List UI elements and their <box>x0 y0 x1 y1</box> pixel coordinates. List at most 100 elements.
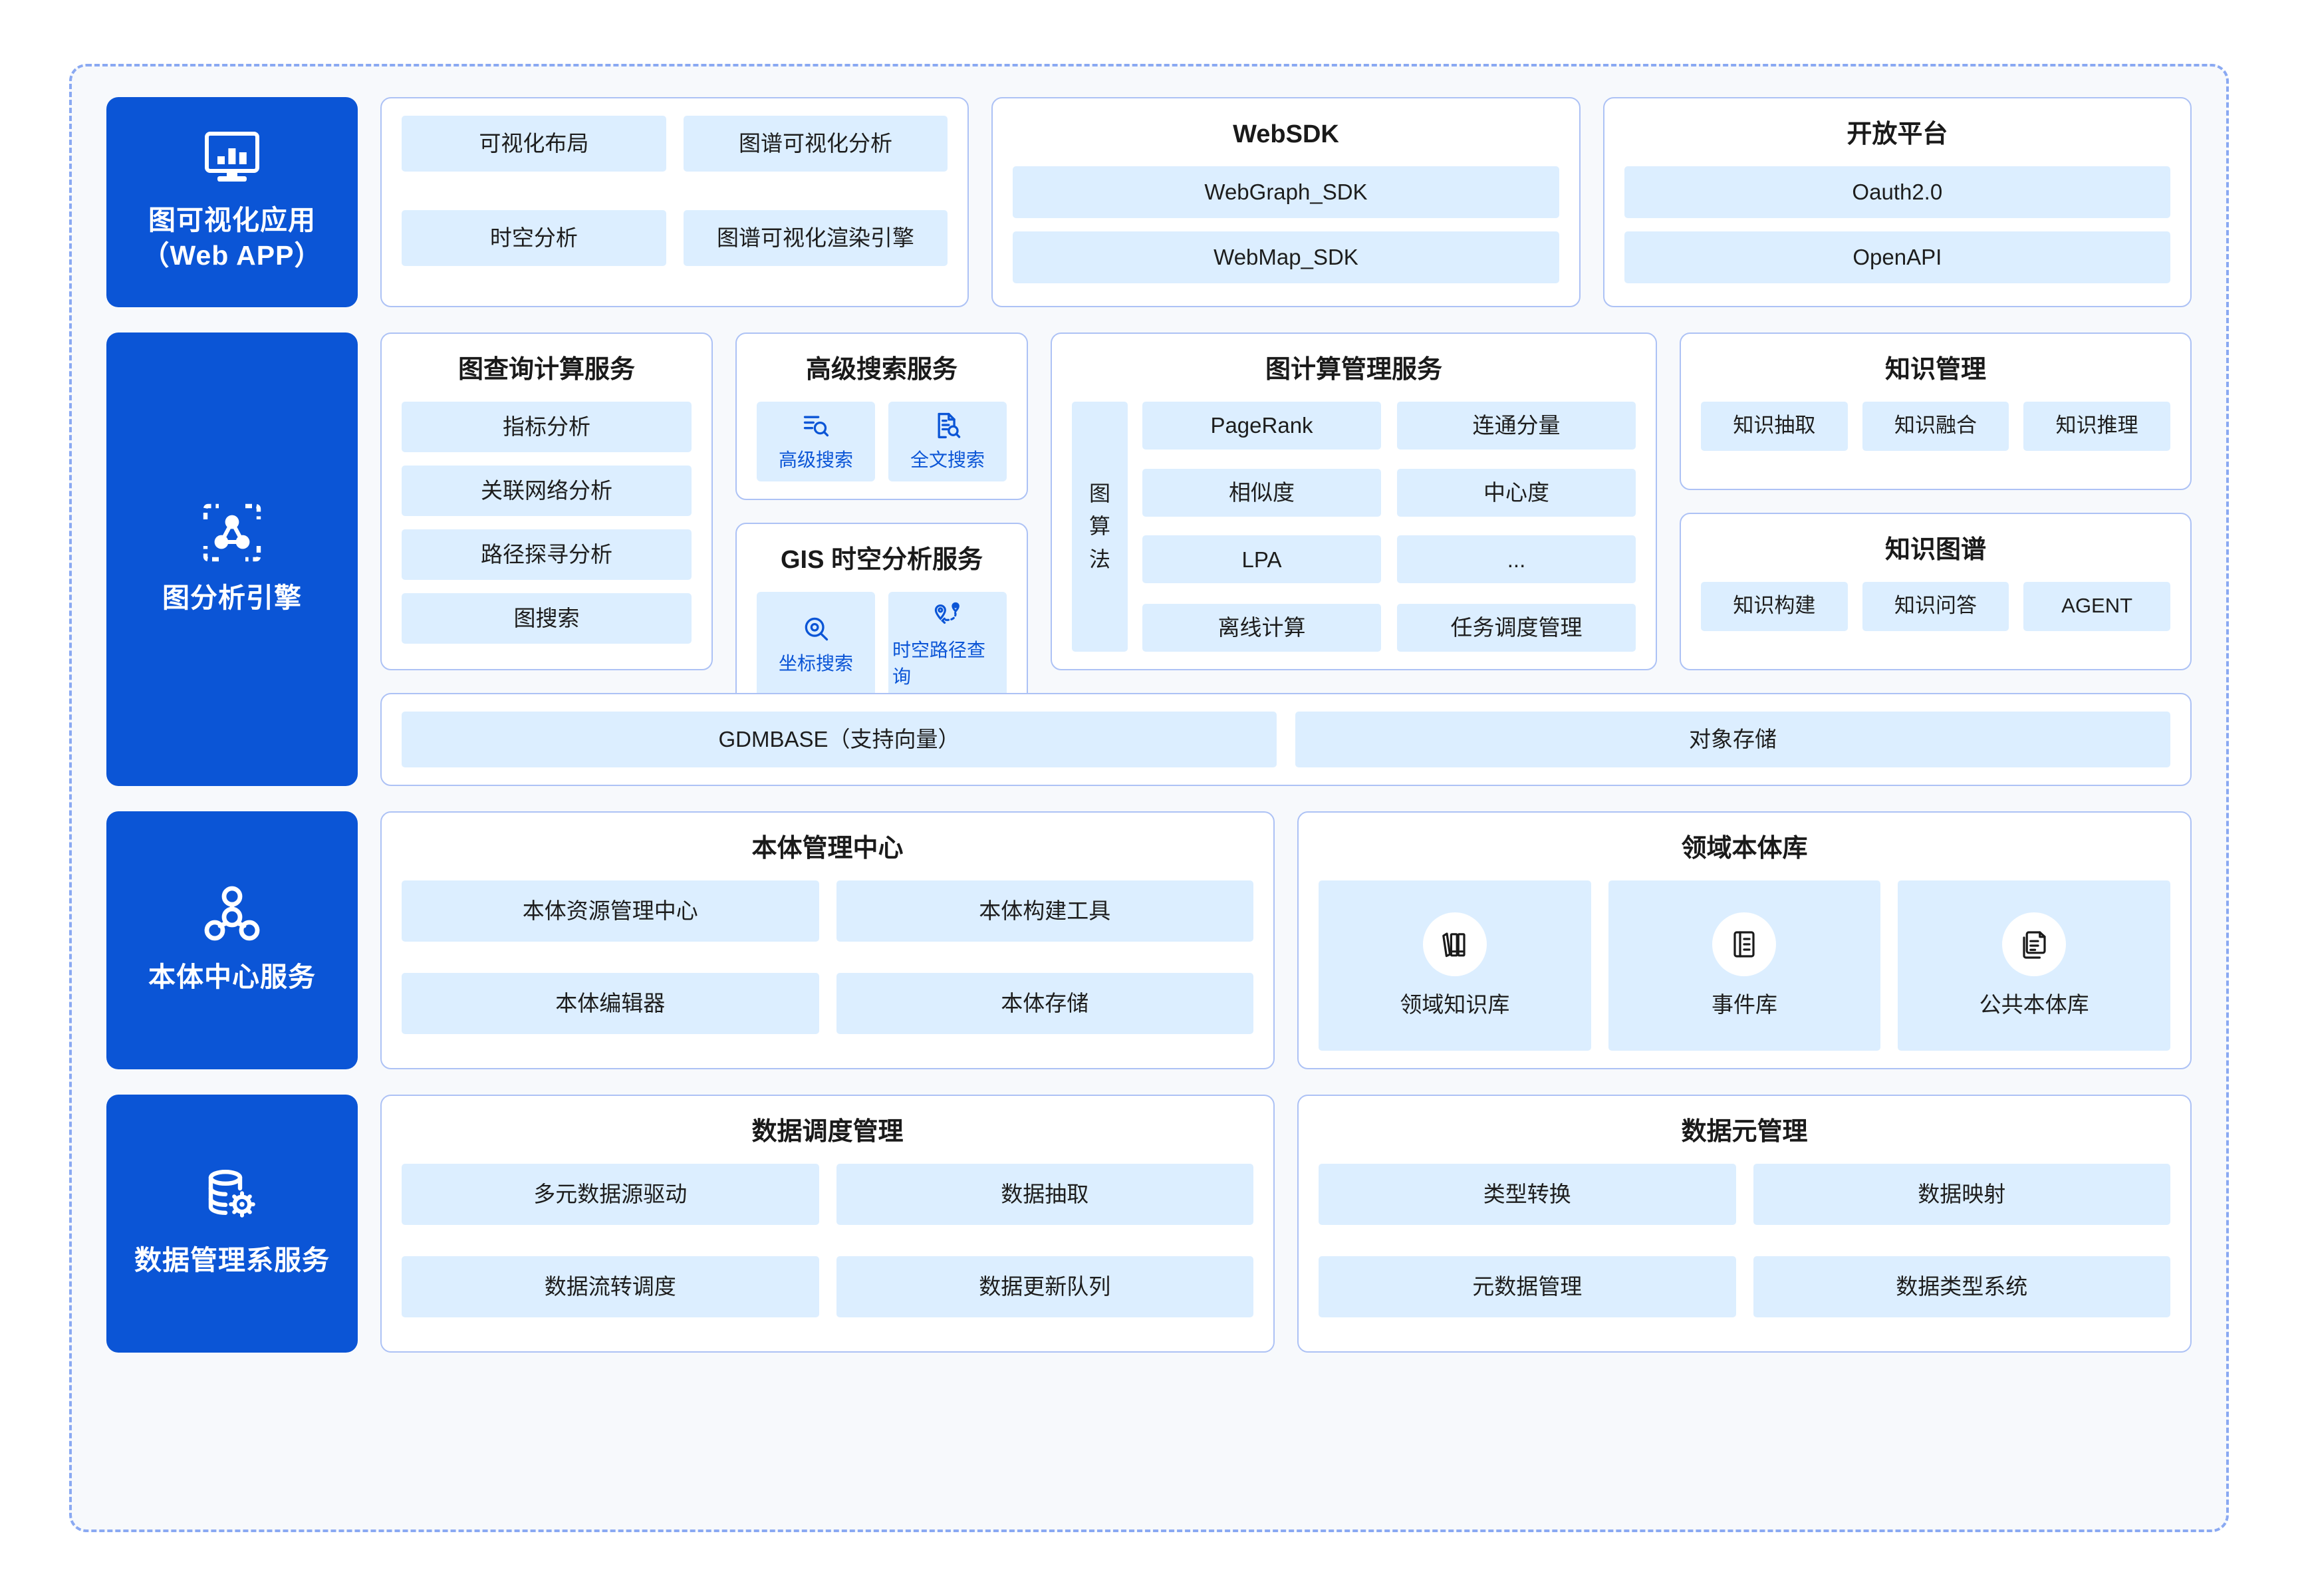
chip-coordinate-search-label: 坐标搜索 <box>778 652 853 674</box>
card-domain-library: 领域本体库 领域知识库 <box>1297 811 2192 1069</box>
card-knowledge-management: 知识管理 知识抽取 知识融合 知识推理 <box>1680 332 2192 490</box>
sidebar-data-management[interactable]: 数据管理系服务 <box>106 1095 358 1353</box>
chip-ontology-storage[interactable]: 本体存储 <box>836 972 1253 1034</box>
node-network-icon <box>201 885 263 942</box>
compute-grid: 图 算 法 PageRank 连通分量 相似度 中心度 LPA ... <box>1072 401 1636 652</box>
chip-knowledge-qa[interactable]: 知识问答 <box>1862 581 2009 631</box>
chip-openapi[interactable]: OpenAPI <box>1624 231 2170 283</box>
chip-route-query[interactable]: 时空路径查询 <box>888 591 1007 698</box>
database-gear-icon <box>201 1168 263 1226</box>
chip-connected-components[interactable]: 连通分量 <box>1397 401 1636 450</box>
chip-vis-layout[interactable]: 可视化布局 <box>402 116 666 172</box>
card-open-platform: 开放平台 Oauth2.0 OpenAPI <box>1602 97 2192 307</box>
card-gis-service: GIS 时空分析服务 坐标搜索 <box>735 522 1028 717</box>
chip-graph-vis-analysis[interactable]: 图谱可视化分析 <box>683 116 948 172</box>
card-storage: GDMBASE（支持向量） 对象存储 <box>380 693 2192 786</box>
chip-knowledge-reasoning[interactable]: 知识推理 <box>2023 401 2170 451</box>
open-platform-chip-stack: Oauth2.0 OpenAPI <box>1624 166 2170 289</box>
chip-path-exploration-analysis[interactable]: 路径探寻分析 <box>402 529 692 580</box>
chip-event-base[interactable]: 事件库 <box>1608 880 1881 1051</box>
chip-ontology-build-tool[interactable]: 本体构建工具 <box>836 880 1253 942</box>
card-gis-service-title: GIS 时空分析服务 <box>780 545 983 574</box>
chip-offline-compute[interactable]: 离线计算 <box>1142 604 1381 652</box>
chip-data-flow-schedule[interactable]: 数据流转调度 <box>402 1256 819 1317</box>
chip-knowledge-construction[interactable]: 知识构建 <box>1701 581 1848 631</box>
storage-chip-grid: GDMBASE（支持向量） 对象存储 <box>402 712 2170 767</box>
card-websdk-title: WebSDK <box>1233 120 1339 148</box>
chip-gdmbase[interactable]: GDMBASE（支持向量） <box>402 712 1277 767</box>
chip-spatiotemporal-analysis[interactable]: 时空分析 <box>402 210 666 266</box>
sidebar-graph-engine-label: 图分析引擎 <box>162 583 302 614</box>
card-knowledge-graph-title: 知识图谱 <box>1884 536 1986 564</box>
knowledge-graph-chip-grid: 知识构建 知识问答 AGENT <box>1701 581 2170 652</box>
chip-domain-knowledge-base[interactable]: 领域知识库 <box>1319 880 1591 1051</box>
chip-more-algorithms[interactable]: ... <box>1397 535 1636 584</box>
chip-advanced-search[interactable]: 高级搜索 <box>757 401 875 481</box>
compute-vertical-char-2: 算 <box>1088 514 1110 539</box>
websdk-chip-stack: WebGraph_SDK WebMap_SDK <box>1013 166 1559 289</box>
chip-metric-analysis[interactable]: 指标分析 <box>402 401 692 452</box>
chip-knowledge-fusion[interactable]: 知识融合 <box>1862 401 2009 451</box>
sidebar-ontology[interactable]: 本体中心服务 <box>106 811 358 1069</box>
domain-library-grid: 领域知识库 事件库 <box>1319 880 2170 1051</box>
chip-ontology-resource-center[interactable]: 本体资源管理中心 <box>402 880 819 942</box>
card-knowledge-management-title: 知识管理 <box>1884 356 1986 384</box>
chip-multi-source-driver[interactable]: 多元数据源驱动 <box>402 1163 819 1225</box>
knowledge-column: 知识管理 知识抽取 知识融合 知识推理 知识图谱 知识构建 知识问答 AGENT <box>1680 332 2192 670</box>
chip-object-storage[interactable]: 对象存储 <box>1295 712 2170 767</box>
chip-webgraph-sdk[interactable]: WebGraph_SDK <box>1013 166 1559 218</box>
chip-similarity[interactable]: 相似度 <box>1142 468 1381 517</box>
chip-pagerank[interactable]: PageRank <box>1142 401 1381 450</box>
sidebar-graph-engine[interactable]: 图分析引擎 <box>106 332 358 786</box>
data-management-cards: 数据调度管理 多元数据源驱动 数据抽取 数据流转调度 数据更新队列 数据元管理 … <box>380 1095 2192 1353</box>
chip-oauth2[interactable]: Oauth2.0 <box>1624 166 2170 218</box>
chip-centrality[interactable]: 中心度 <box>1397 468 1636 517</box>
chip-ontology-editor[interactable]: 本体编辑器 <box>402 972 819 1034</box>
chip-fulltext-search[interactable]: 全文搜索 <box>888 401 1007 481</box>
card-query-service-title: 图查询计算服务 <box>457 356 635 384</box>
chip-public-ontology-base[interactable]: 公共本体库 <box>1898 880 2170 1051</box>
chip-data-type-system[interactable]: 数据类型系统 <box>1753 1256 2170 1317</box>
chip-type-conversion[interactable]: 类型转换 <box>1319 1163 1736 1225</box>
chip-coordinate-search[interactable]: 坐标搜索 <box>757 591 875 698</box>
card-vis-app: 可视化布局 图谱可视化分析 时空分析 图谱可视化渲染引擎 <box>380 97 969 307</box>
chip-public-ontology-base-label: 公共本体库 <box>1979 992 2089 1017</box>
advanced-search-chip-grid: 高级搜索 <box>757 401 1007 481</box>
chip-metadata-management[interactable]: 元数据管理 <box>1319 1256 1736 1317</box>
chip-lpa[interactable]: LPA <box>1142 535 1381 584</box>
card-data-element: 数据元管理 类型转换 数据映射 元数据管理 数据类型系统 <box>1297 1095 2192 1353</box>
compute-vertical-label: 图 算 法 <box>1072 401 1128 652</box>
chip-data-mapping[interactable]: 数据映射 <box>1753 1163 2170 1225</box>
chip-event-base-label: 事件库 <box>1711 992 1777 1017</box>
chip-webmap-sdk[interactable]: WebMap_SDK <box>1013 231 1559 283</box>
layer-graph-engine: 图分析引擎 图查询计算服务 指标分析 关联网络分析 路径探寻分析 图搜索 高级搜… <box>106 332 2192 786</box>
chip-task-scheduling[interactable]: 任务调度管理 <box>1397 604 1636 652</box>
chip-data-update-queue[interactable]: 数据更新队列 <box>836 1256 1253 1317</box>
card-ontology-center: 本体管理中心 本体资源管理中心 本体构建工具 本体编辑器 本体存储 <box>380 811 1275 1069</box>
chip-route-query-label: 时空路径查询 <box>892 639 986 687</box>
document-list-icon <box>1712 912 1777 976</box>
chip-knowledge-extraction[interactable]: 知识抽取 <box>1701 401 1848 451</box>
card-websdk: WebSDK WebGraph_SDK WebMap_SDK <box>991 97 1581 307</box>
chip-graph-search[interactable]: 图搜索 <box>402 593 692 644</box>
card-query-service: 图查询计算服务 指标分析 关联网络分析 路径探寻分析 图搜索 <box>380 332 713 670</box>
card-advanced-search-title: 高级搜索服务 <box>805 356 958 384</box>
chip-graph-render-engine[interactable]: 图谱可视化渲染引擎 <box>683 210 948 266</box>
chip-domain-knowledge-base-label: 领域知识库 <box>1400 992 1510 1017</box>
sidebar-data-management-label: 数据管理系服务 <box>134 1245 330 1276</box>
chip-data-extraction[interactable]: 数据抽取 <box>836 1163 1253 1225</box>
compute-right-column: PageRank 连通分量 相似度 中心度 LPA ... 离线计算 任务调度管… <box>1142 401 1636 652</box>
chip-relation-network-analysis[interactable]: 关联网络分析 <box>402 465 692 516</box>
chip-fulltext-search-label: 全文搜索 <box>910 449 985 470</box>
architecture-outer-frame: 图可视化应用 （Web APP） 可视化布局 图谱可视化分析 时空分析 图谱可视… <box>69 64 2229 1532</box>
search-and-gis-column: 高级搜索服务 高级搜索 <box>735 332 1028 717</box>
compute-vertical-char-1: 图 <box>1088 481 1110 505</box>
chip-agent[interactable]: AGENT <box>2023 581 2170 631</box>
ontology-cards: 本体管理中心 本体资源管理中心 本体构建工具 本体编辑器 本体存储 领域本体库 <box>380 811 2192 1069</box>
vis-app-chip-grid: 可视化布局 图谱可视化分析 时空分析 图谱可视化渲染引擎 <box>402 116 948 289</box>
card-ontology-center-title: 本体管理中心 <box>751 835 904 863</box>
query-service-chip-stack: 指标分析 关联网络分析 路径探寻分析 图搜索 <box>402 401 692 652</box>
sidebar-visualization[interactable]: 图可视化应用 （Web APP） <box>106 97 358 307</box>
card-advanced-search: 高级搜索服务 高级搜索 <box>735 332 1028 500</box>
